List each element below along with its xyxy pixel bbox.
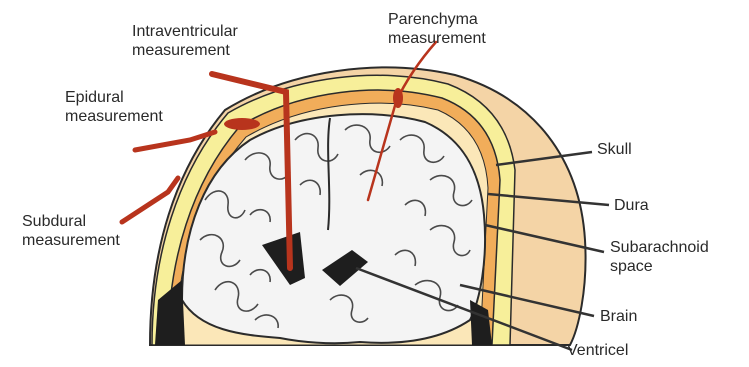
- label-epidural: Epidural measurement: [65, 88, 163, 126]
- label-dura: Dura: [614, 196, 649, 215]
- label-brain: Brain: [600, 307, 637, 326]
- label-ventricel: Ventricel: [567, 341, 628, 360]
- epidural-sensor: [224, 118, 260, 130]
- label-subarachnoid: Subarachnoid space: [610, 238, 709, 276]
- label-parenchyma-line1: Parenchyma: [380, 10, 486, 29]
- label-parenchyma-line2: measurement: [388, 29, 486, 48]
- label-intraventricular: Intraventricular measurement: [132, 22, 238, 60]
- label-epidural-line1: Epidural: [65, 88, 163, 107]
- label-subdural: Subdural measurement: [22, 212, 120, 250]
- label-parenchyma: Parenchyma measurement: [380, 10, 486, 48]
- label-epidural-line2: measurement: [65, 107, 163, 126]
- label-subdural-line2: measurement: [22, 231, 120, 250]
- label-subarachnoid-line2: space: [610, 257, 709, 276]
- label-subarachnoid-line1: Subarachnoid: [610, 238, 709, 257]
- label-subdural-line1: Subdural: [22, 212, 120, 231]
- label-skull: Skull: [597, 140, 632, 159]
- label-intraventricular-line2: measurement: [132, 41, 238, 60]
- parenchyma-sensor: [393, 88, 403, 108]
- label-intraventricular-line1: Intraventricular: [132, 22, 238, 41]
